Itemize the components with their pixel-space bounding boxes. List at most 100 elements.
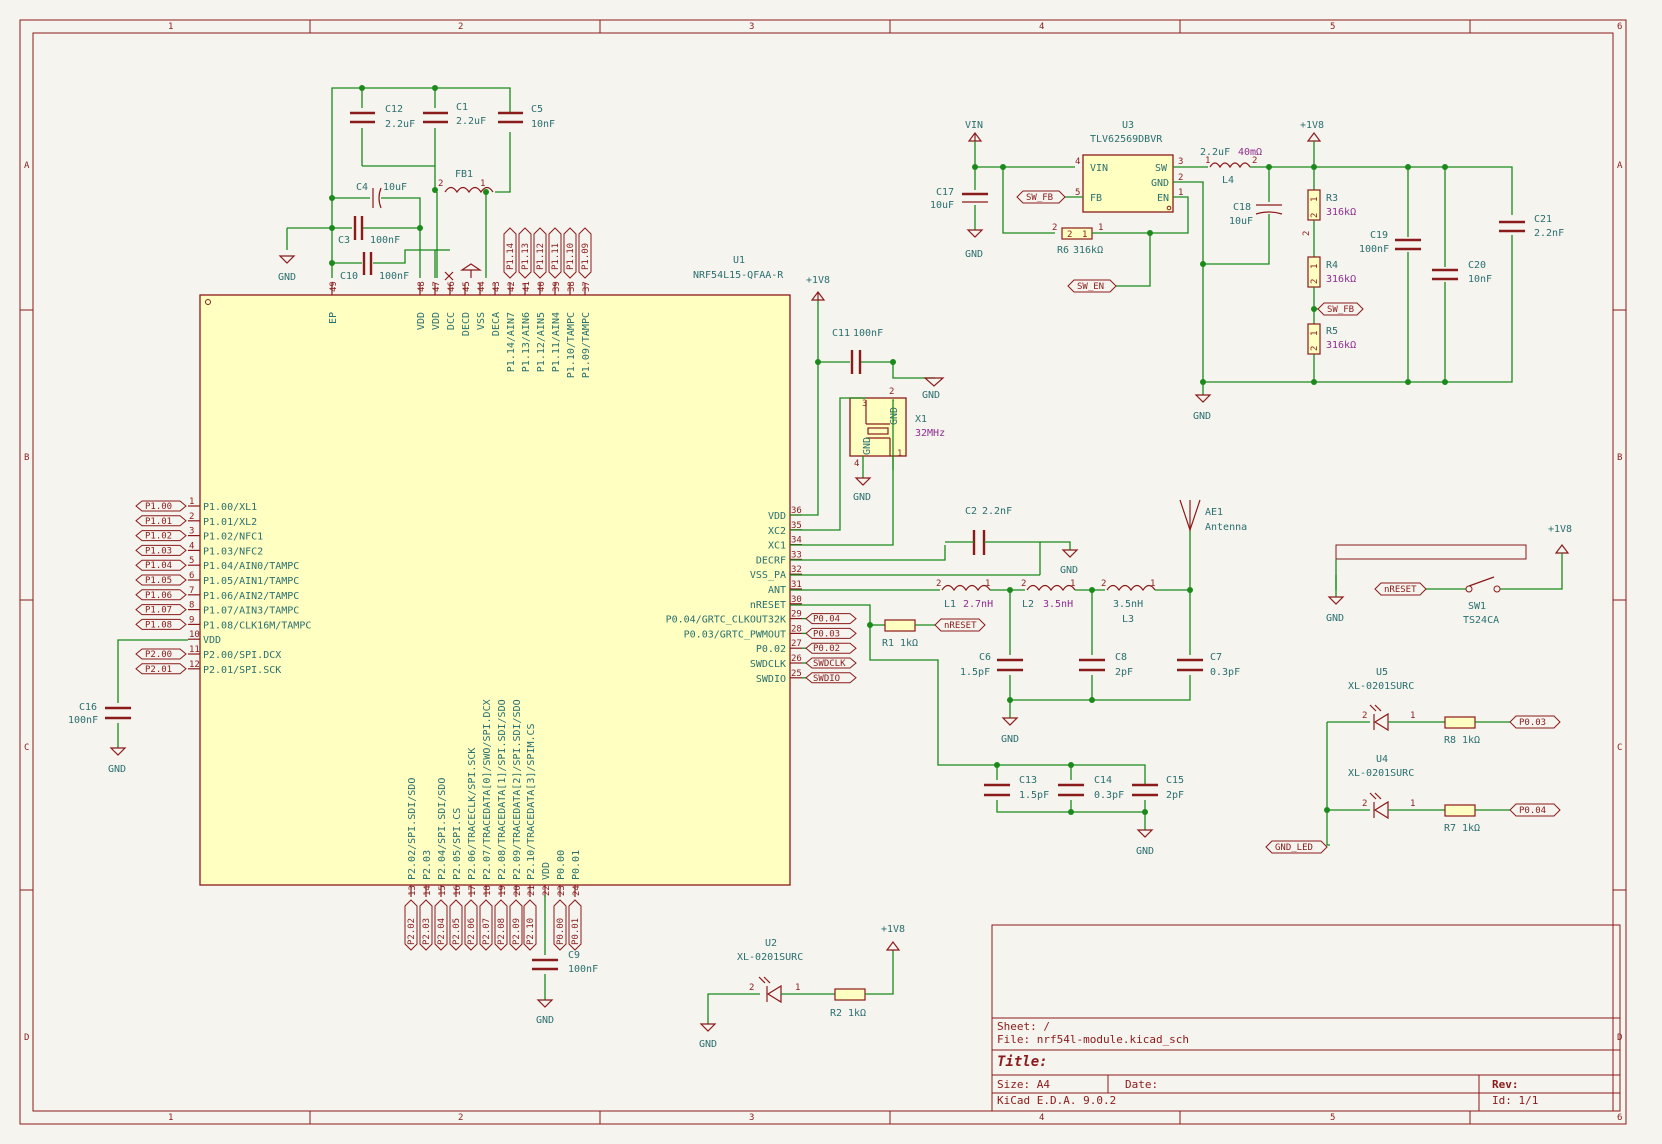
net-label [135, 618, 187, 630]
r6-value: 316kΩ [1073, 245, 1103, 256]
net-label-text: P1.05 [145, 576, 172, 586]
col-label-6-bottom: 6 [1617, 1113, 1622, 1123]
u1-pin-num: 23 [557, 885, 567, 896]
l4-value: 2.2uF [1200, 147, 1230, 158]
u2-gnd: GND [699, 1039, 717, 1050]
c21-ref: C21 [1534, 214, 1552, 225]
u1-pin-name: P1.14/AIN7 [506, 312, 517, 372]
c4-capacitor: C4 10uF [356, 182, 407, 209]
u3-pin-vin: VIN [1090, 163, 1108, 174]
u3-value: TLV62569DBVR [1090, 134, 1163, 145]
u1-pin-num: 31 [791, 580, 802, 590]
c18-value: 10uF [1229, 216, 1253, 227]
p003-label [1509, 715, 1561, 729]
r5-ref: R5 [1326, 326, 1338, 337]
svg-text:2: 2 [1101, 579, 1106, 589]
l4-extra: 40mΩ [1238, 147, 1262, 158]
u2-value: XL-0201SURC [737, 952, 803, 963]
u1-pin-name: XC1 [768, 541, 786, 552]
svg-text:2: 2 [1067, 230, 1072, 240]
u1-pin-name: P2.02/SPI.SDI/SDO [407, 778, 418, 880]
net-label-text: P0.03 [813, 629, 840, 639]
u1-pin-num: 19 [498, 885, 508, 896]
c3-ref: C3 [338, 235, 350, 246]
net-label [494, 899, 508, 951]
nreset-label-r1-text: nRESET [944, 621, 977, 631]
v1v8-sw: +1V8 [1548, 524, 1572, 535]
u1-pin-num: 10 [189, 630, 200, 640]
u1-pin-num: 13 [408, 885, 418, 896]
v1v8-rail: +1V8 [1300, 120, 1324, 131]
sw-gnd: GND [1326, 613, 1344, 624]
c2-ref: C2 [965, 506, 977, 517]
net-label-text: P1.07 [145, 606, 172, 616]
u1-pin-num: 42 [507, 281, 517, 292]
u1-pin-num: 34 [791, 536, 802, 546]
l2-value: 3.5nH [1043, 599, 1073, 610]
gnd-label: GND [278, 272, 296, 283]
u3-body [1082, 154, 1174, 213]
u1-pin-num: 43 [492, 281, 502, 292]
svg-text:2: 2 [1310, 346, 1320, 351]
svg-text:2: 2 [1310, 213, 1320, 218]
net-label [449, 899, 463, 951]
col-label-1-bottom: 1 [168, 1113, 173, 1123]
net-label [509, 899, 523, 951]
svg-text:3: 3 [862, 399, 867, 409]
net-label-text: P1.00 [145, 502, 172, 512]
u1-pin-name: P0.02 [756, 644, 786, 655]
net-label-text: P2.08 [497, 918, 507, 945]
u1-pin-name: P1.10/TAMPC [566, 312, 577, 378]
nreset-label-sw [1374, 582, 1427, 596]
c5-ref: C5 [531, 104, 543, 115]
c11-ref: C11 [832, 328, 850, 339]
u1-pin-name: P1.02/NFC1 [203, 532, 263, 543]
u1-pin-name: P1.07/AIN3/TAMPC [203, 606, 299, 617]
fb1-ref: FB1 [455, 169, 473, 180]
title-block: Sheet: / File: nrf54l-module.kicad_sch T… [991, 924, 1621, 1112]
u1-pin-num: 39 [552, 281, 562, 292]
u1-pin-num: 37 [582, 281, 592, 292]
r2-value: 1kΩ [848, 1008, 866, 1019]
svg-text:2: 2 [1362, 711, 1367, 721]
v1v8-u2: +1V8 [881, 924, 905, 935]
x1-gnd: GND [853, 492, 871, 503]
l4-ref: L4 [1222, 175, 1234, 186]
net-label-text: P0.02 [813, 644, 840, 654]
u1-pin-name: P1.00/XL1 [203, 502, 257, 513]
col-label-1: 1 [168, 22, 173, 32]
u1-pin-name: P2.03 [422, 850, 433, 880]
x1-ref: X1 [915, 414, 927, 425]
u1-pin-name: P2.04/SPI.SDI/SDO [437, 778, 448, 880]
u1-pin-num: 40 [537, 281, 547, 292]
ae1-value: Antenna [1205, 522, 1247, 533]
c3-capacitor: C3 100nF [338, 216, 400, 246]
r1-ref: R1 [882, 638, 894, 649]
l2-ref: L2 [1022, 599, 1034, 610]
net-label [135, 500, 187, 512]
svg-text:1: 1 [1410, 799, 1415, 809]
svg-text:1: 1 [480, 179, 485, 189]
u1-pin-name: P0.04/GRTC_CLKOUT32K [666, 615, 786, 626]
r6-ref: R6 [1057, 245, 1069, 256]
u1-pin-name: VSS_PA [750, 570, 786, 581]
row-label-b-right: B [1617, 453, 1622, 463]
u1-pin-num: 9 [189, 615, 194, 625]
u3-gnd: GND [1193, 411, 1211, 422]
svg-text:2: 2 [1302, 231, 1312, 236]
u3-pin-gnd: GND [1151, 178, 1169, 189]
u1-pin-num: 35 [791, 521, 802, 531]
v1v8-u1: +1V8 [806, 275, 830, 286]
c9-value: 100nF [568, 964, 598, 975]
sw-en-label [1067, 279, 1117, 293]
u1-pin-num: 1 [189, 497, 194, 507]
u5-value: XL-0201SURC [1348, 681, 1414, 692]
vin-gnd: GND [965, 249, 983, 260]
r8-ref: R8 [1444, 735, 1456, 746]
svg-text:1: 1 [1310, 197, 1320, 202]
u1-pin-name: P2.05/SPI.CS [452, 808, 463, 880]
